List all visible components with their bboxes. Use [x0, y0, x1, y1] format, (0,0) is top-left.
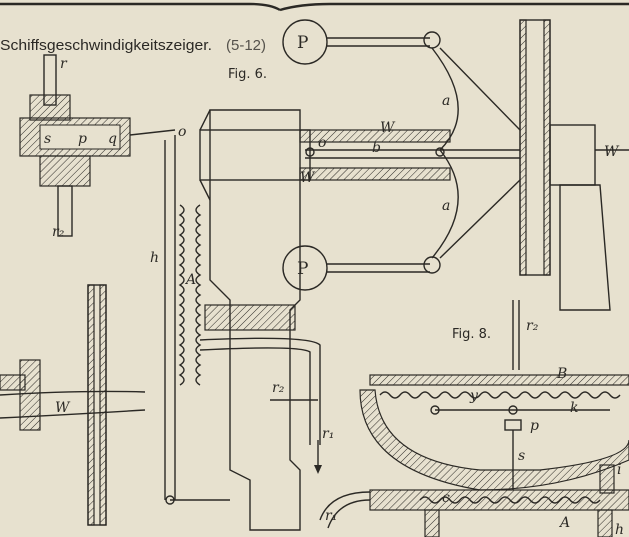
- label-o1: o: [178, 124, 186, 140]
- label-h8: h: [615, 522, 624, 537]
- label-W-left: W: [55, 400, 71, 416]
- label-A8: A: [558, 515, 570, 531]
- title: Schiffsgeschwindigkeitszeiger.: [0, 37, 212, 54]
- label-o2: o: [318, 135, 326, 151]
- label-W-top: W: [380, 120, 396, 136]
- label-a-top: a: [442, 93, 450, 109]
- label-B: B: [556, 366, 567, 382]
- label-b: b: [372, 140, 381, 156]
- label-q: q: [108, 131, 117, 147]
- label-c: c: [442, 490, 450, 506]
- label-k: k: [570, 400, 578, 416]
- label-W-mid: W: [300, 170, 316, 186]
- page-ref: (5-12): [226, 37, 266, 54]
- label-r2-a: r₂: [52, 224, 65, 240]
- label-P-bottom: P: [297, 259, 308, 279]
- label-r1-b: r₁: [325, 508, 337, 524]
- label-p8: p: [530, 418, 539, 434]
- valve-assembly: [19, 54, 176, 237]
- label-y: y: [469, 388, 479, 404]
- label-s8: s: [518, 448, 525, 464]
- fig8-label: Fig. 8.: [452, 327, 491, 342]
- pulley-left: [0, 284, 146, 526]
- label-p: p: [78, 131, 87, 147]
- label-r1-a: r₁: [322, 426, 334, 442]
- label-P-top: P: [297, 33, 308, 53]
- label-r: r: [60, 56, 68, 72]
- label-A: A: [184, 272, 196, 288]
- top-border: [0, 2, 629, 12]
- label-r2-c: r₂: [526, 318, 539, 334]
- fig6-label: Fig. 6.: [228, 67, 267, 82]
- label-r2-b: r₂: [272, 380, 285, 396]
- fig8-assembly: [319, 300, 629, 537]
- label-a-bottom: a: [442, 198, 450, 214]
- label-W-right: W: [604, 144, 620, 160]
- label-i: i: [617, 462, 621, 478]
- label-h: h: [150, 250, 159, 266]
- governor: [282, 19, 629, 311]
- main-column: [164, 109, 451, 531]
- label-s: s: [44, 131, 51, 147]
